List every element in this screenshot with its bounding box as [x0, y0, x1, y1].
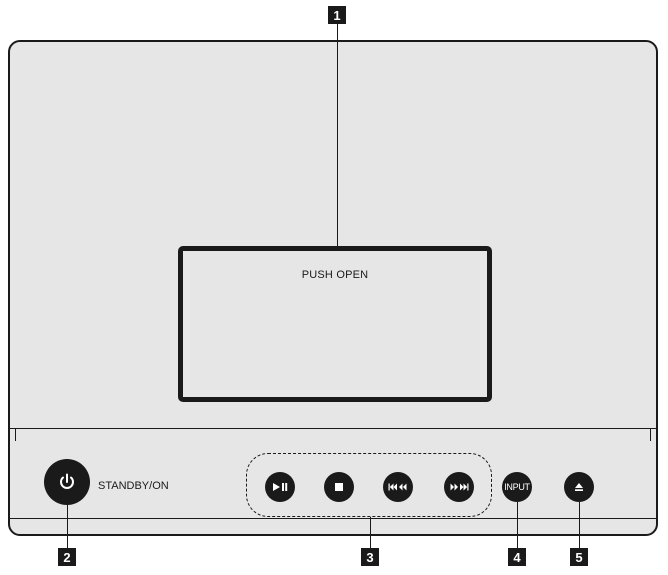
- panel-bottom-edge: [8, 518, 658, 519]
- skip-forward-icon: [450, 483, 469, 491]
- callout-5-leader: [579, 502, 580, 548]
- standby-on-label: STANDBY/ON: [98, 480, 169, 492]
- skip-forward-button[interactable]: [444, 472, 474, 502]
- panel-divider: [8, 428, 658, 442]
- disc-lid[interactable]: PUSH OPEN: [178, 246, 492, 402]
- eject-button[interactable]: [564, 472, 594, 502]
- callout-1-leader: [337, 23, 338, 246]
- push-open-label: PUSH OPEN: [301, 269, 369, 281]
- stop-icon: [335, 483, 343, 491]
- play-pause-icon: [273, 483, 288, 491]
- callout-5: 5: [570, 548, 588, 566]
- skip-back-icon: [388, 483, 407, 491]
- callout-4: 4: [508, 548, 526, 566]
- stop-button[interactable]: [324, 472, 354, 502]
- eject-icon: [575, 483, 583, 491]
- callout-2: 2: [58, 548, 76, 566]
- skip-back-button[interactable]: [383, 472, 413, 502]
- callout-4-leader: [517, 502, 518, 548]
- play-pause-button[interactable]: [265, 472, 295, 502]
- power-icon: [60, 473, 74, 489]
- callout-1: 1: [328, 6, 346, 24]
- callout-3-leader: [370, 517, 371, 548]
- callout-3: 3: [361, 548, 379, 566]
- standby-on-button[interactable]: [44, 459, 90, 505]
- playback-controls-group: [246, 453, 492, 517]
- callout-2-leader: [67, 505, 68, 548]
- input-button[interactable]: INPUT: [502, 472, 532, 502]
